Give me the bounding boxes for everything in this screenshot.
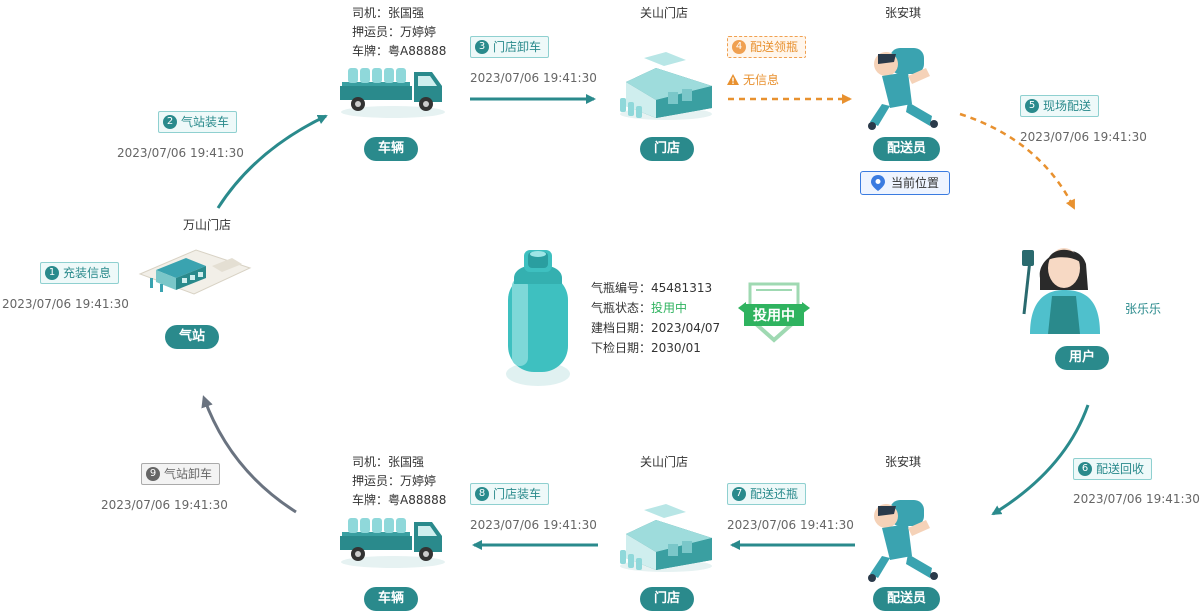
- step-1-label: 充装信息: [63, 266, 112, 280]
- arrow-user-to-courier: [991, 404, 1090, 516]
- top-truck-escort: 押运员：万婷婷: [352, 25, 437, 39]
- step-2-tag: 2 气站装车: [158, 111, 238, 133]
- bottom-truck-escort: 押运员：万婷婷: [352, 474, 437, 488]
- arrow-station-to-truck: [216, 114, 328, 209]
- step-5-time: 2023/07/06 19:41:30: [1020, 130, 1147, 144]
- bottom-courier-title: 张安琪: [885, 455, 922, 469]
- step-9-tag: 9 气站卸车: [141, 463, 221, 485]
- bottom-store-title: 关山门店: [640, 455, 689, 469]
- step-8-tag: 8 门店装车: [470, 483, 550, 505]
- warning-icon: [727, 74, 739, 85]
- cylinder-created: 2023/04/07: [651, 321, 721, 335]
- step-1-time: 2023/07/06 19:41:30: [2, 297, 129, 311]
- cylinder-status: 投用中: [651, 301, 688, 315]
- step-4-warning-text: 无信息: [743, 73, 780, 87]
- step-6-tag: 6 配送回收: [1073, 458, 1153, 480]
- top-truck-driver: 司机：张国强: [352, 6, 425, 20]
- arrow-truck-to-station: [201, 395, 297, 514]
- step-4-tag: 4 配送领瓶: [727, 36, 807, 58]
- cylinder-number-label: 气瓶编号：: [591, 281, 652, 295]
- step-7-label: 配送还瓶: [750, 487, 799, 501]
- top-courier-title: 张安琪: [885, 6, 922, 20]
- cylinder-created-row: 建档日期：2023/04/07: [591, 319, 720, 336]
- location-pin-icon: [871, 175, 885, 191]
- step-6-label: 配送回收: [1096, 462, 1145, 476]
- top-store-pill: 门店: [640, 137, 695, 161]
- step-5-number: 5: [1025, 99, 1039, 113]
- cylinder-inspect-label: 下检日期：: [591, 341, 652, 355]
- cylinder-inspect: 2030/01: [651, 341, 701, 355]
- store-icon: [620, 504, 712, 572]
- cylinder-status-label: 气瓶状态：: [591, 301, 652, 315]
- top-truck-pill: 车辆: [364, 137, 419, 161]
- in-use-badge-icon: [738, 282, 810, 343]
- arrow-courier-to-user: [959, 112, 1076, 210]
- cylinder-number-row: 气瓶编号：45481313: [591, 279, 712, 296]
- step-5-label: 现场配送: [1043, 99, 1092, 113]
- step-8-time: 2023/07/06 19:41:30: [470, 518, 597, 532]
- bottom-store-pill: 门店: [640, 587, 695, 611]
- step-2-time: 2023/07/06 19:41:30: [117, 146, 244, 160]
- step-1-number: 1: [45, 266, 59, 280]
- step-3-label: 门店卸车: [493, 40, 542, 54]
- step-2-label: 气站装车: [181, 115, 230, 129]
- step-9-number: 9: [146, 467, 160, 481]
- truck-icon: [340, 518, 445, 568]
- current-location-button[interactable]: 当前位置: [860, 171, 951, 195]
- bottom-truck-pill: 车辆: [364, 587, 419, 611]
- step-6-time: 2023/07/06 19:41:30: [1073, 492, 1200, 506]
- step-8-number: 8: [475, 487, 489, 501]
- courier-icon: [868, 48, 938, 130]
- store-icon: [620, 52, 712, 120]
- in-use-badge-text: 投用中: [753, 308, 795, 324]
- step-3-tag: 3 门店卸车: [470, 36, 550, 58]
- step-6-number: 6: [1078, 462, 1092, 476]
- step-1-tag: 1 充装信息: [40, 262, 120, 284]
- user-pill: 用户: [1055, 346, 1110, 370]
- gas-station-icon: [138, 249, 252, 295]
- cylinder-status-row: 气瓶状态：投用中: [591, 299, 687, 316]
- step-5-tag: 5 现场配送: [1020, 95, 1100, 117]
- step-7-number: 7: [732, 487, 746, 501]
- step-3-number: 3: [475, 40, 489, 54]
- step-9-label: 气站卸车: [164, 467, 213, 481]
- cylinder-number: 45481313: [651, 281, 713, 295]
- user-avatar-icon: [1022, 248, 1100, 334]
- station-title: 万山门店: [183, 218, 232, 232]
- step-8-label: 门店装车: [493, 487, 542, 501]
- step-7-time: 2023/07/06 19:41:30: [727, 518, 854, 532]
- step-7-tag: 7 配送还瓶: [727, 483, 807, 505]
- step-4-label: 配送领瓶: [750, 40, 799, 54]
- cylinder-created-label: 建档日期：: [591, 321, 652, 335]
- courier-icon: [868, 500, 938, 582]
- top-courier-pill: 配送员: [873, 137, 941, 161]
- bottom-courier-pill: 配送员: [873, 587, 941, 611]
- cylinder-inspect-row: 下检日期：2030/01: [591, 339, 701, 356]
- step-4-warning: 无信息: [727, 71, 779, 88]
- gas-cylinder-icon: [506, 250, 570, 386]
- step-2-number: 2: [163, 115, 177, 129]
- current-location-label: 当前位置: [891, 176, 940, 190]
- user-name: 张乐乐: [1125, 302, 1162, 316]
- step-4-number: 4: [732, 40, 746, 54]
- top-truck-plate: 车牌：粤A88888: [352, 44, 447, 58]
- top-store-title: 关山门店: [640, 6, 689, 20]
- step-3-time: 2023/07/06 19:41:30: [470, 71, 597, 85]
- bottom-truck-plate: 车牌：粤A88888: [352, 493, 447, 507]
- station-pill: 气站: [165, 325, 220, 349]
- truck-icon: [340, 68, 445, 118]
- bottom-truck-driver: 司机：张国强: [352, 455, 425, 469]
- step-9-time: 2023/07/06 19:41:30: [101, 498, 228, 512]
